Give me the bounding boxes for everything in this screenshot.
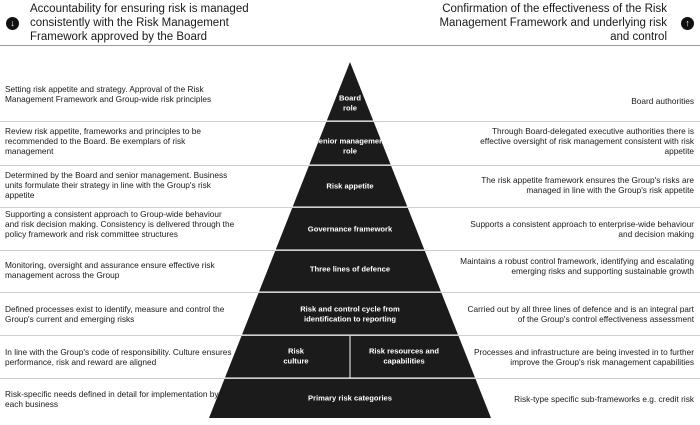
row-divider <box>0 165 700 166</box>
row-left-text: Supporting a consistent approach to Grou… <box>5 209 235 239</box>
pyramid-level-label: Risk and control cycle from identificati… <box>300 304 400 324</box>
row-right-text: Maintains a robust control framework, id… <box>460 256 694 276</box>
row-left-text: Monitoring, oversight and assurance ensu… <box>5 260 215 280</box>
row-left-text: Risk-specific needs defined in detail fo… <box>5 389 219 409</box>
pyramid-level-label-b: Risk resources and capabilities <box>368 346 440 366</box>
row-left-text: Determined by the Board and senior manag… <box>5 170 228 200</box>
row-right-text: Board authorities <box>631 96 694 106</box>
pyramid-level-label: Primary risk categories <box>307 393 393 403</box>
pyramid-level-label: Board role <box>339 93 361 113</box>
row-divider <box>0 378 700 379</box>
pyramid-level-label-a: Risk culture <box>283 346 309 366</box>
row-divider <box>0 250 700 251</box>
row-divider <box>0 207 700 208</box>
row-left-text: In line with the Group's code of respons… <box>5 347 232 367</box>
row-right-text: Supports a consistent approach to enterp… <box>470 219 694 239</box>
row-right-text: Carried out by all three lines of defenc… <box>467 304 694 324</box>
row-right-text: Processes and infrastructure are being i… <box>474 347 694 367</box>
pyramid-level-label: Three lines of defence <box>309 264 391 274</box>
row-divider <box>0 292 700 293</box>
row-divider <box>0 121 700 122</box>
pyramid-shape <box>209 62 491 418</box>
row-left-text: Defined processes exist to identify, mea… <box>5 304 225 324</box>
row-right-text: The risk appetite framework ensures the … <box>481 175 694 195</box>
arrow-up-icon: ↑ <box>681 17 694 30</box>
arrow-down-icon: ↓ <box>6 17 19 30</box>
row-divider <box>0 335 700 336</box>
row-left-text: Setting risk appetite and strategy. Appr… <box>5 84 212 104</box>
left-header-title: Accountability for ensuring risk is mana… <box>30 3 249 43</box>
pyramid-level-label: Senior management role <box>313 136 387 156</box>
right-header-title: Confirmation of the effectiveness of the… <box>439 3 667 43</box>
row-right-text: Risk-type specific sub-frameworks e.g. c… <box>514 394 694 404</box>
pyramid-level-label: Governance framework <box>307 224 393 234</box>
row-right-text: Through Board-delegated executive author… <box>480 126 694 156</box>
header-divider <box>0 45 700 46</box>
pyramid-level-label: Risk appetite <box>326 181 374 191</box>
row-left-text: Review risk appetite, frameworks and pri… <box>5 126 201 156</box>
